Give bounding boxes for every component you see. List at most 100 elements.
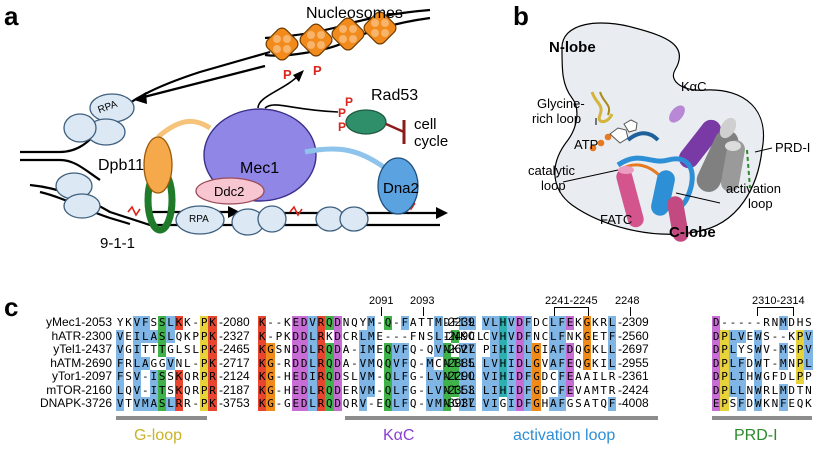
residue: W bbox=[753, 397, 763, 411]
residue: K bbox=[184, 329, 191, 343]
residue: L bbox=[771, 383, 779, 397]
residue: L bbox=[728, 370, 738, 384]
residue: - bbox=[192, 316, 200, 329]
residue: P bbox=[795, 329, 805, 343]
residue: K bbox=[174, 383, 184, 397]
alignment-row-label: mTOR-2160 bbox=[46, 382, 112, 397]
residue: L bbox=[467, 397, 477, 411]
residue: H bbox=[498, 316, 508, 330]
residue: D bbox=[533, 316, 540, 329]
residue: D bbox=[299, 383, 309, 397]
residue: K bbox=[208, 343, 217, 357]
dpb11-linker bbox=[156, 118, 212, 139]
residue: G bbox=[266, 397, 275, 411]
residue: L bbox=[184, 356, 191, 370]
residue: L bbox=[434, 329, 443, 343]
residue: P bbox=[795, 356, 805, 370]
residue: T bbox=[591, 397, 599, 410]
residue: R bbox=[284, 356, 291, 370]
residue: D bbox=[780, 370, 787, 383]
residue: R bbox=[208, 383, 217, 397]
residue: F bbox=[557, 383, 566, 397]
region-bar bbox=[712, 416, 812, 420]
residue: I bbox=[490, 370, 499, 384]
position-tick bbox=[757, 307, 758, 316]
residue: S bbox=[167, 383, 174, 397]
residue: D bbox=[541, 383, 549, 397]
residue: K bbox=[174, 370, 184, 384]
residue: M bbox=[434, 397, 443, 411]
residue: I bbox=[737, 370, 746, 384]
alignment-row-label: hATM-2690 bbox=[50, 355, 112, 370]
residue: L bbox=[607, 316, 617, 330]
residue: F bbox=[523, 383, 533, 397]
residue: K bbox=[575, 329, 582, 343]
residue: V bbox=[482, 397, 491, 411]
nucleosomes-icon bbox=[265, 11, 397, 61]
residue: D bbox=[515, 383, 524, 397]
residue: H bbox=[498, 356, 508, 370]
residue: E bbox=[125, 329, 132, 343]
residue: - bbox=[721, 316, 728, 329]
residue: T bbox=[150, 343, 158, 356]
residue: D bbox=[712, 343, 721, 357]
mec1-label: Mec1 bbox=[240, 160, 280, 177]
residue: R bbox=[608, 383, 616, 397]
residue: I bbox=[459, 397, 468, 411]
residue: F bbox=[451, 316, 459, 329]
residue: - bbox=[401, 329, 409, 343]
residue: E bbox=[376, 397, 383, 410]
residue: F bbox=[116, 370, 125, 384]
residue: K bbox=[575, 316, 582, 329]
residue: Q bbox=[575, 343, 582, 356]
residue: G bbox=[499, 397, 507, 410]
residue: P bbox=[720, 370, 729, 384]
residue: S bbox=[157, 329, 167, 343]
residue: L bbox=[467, 343, 477, 357]
residue: L bbox=[308, 383, 317, 397]
residue: F bbox=[557, 370, 566, 384]
residue: G bbox=[409, 370, 417, 383]
residue: P bbox=[200, 383, 209, 397]
residue: - bbox=[367, 397, 375, 410]
residue: D bbox=[299, 329, 309, 343]
residue: D bbox=[712, 383, 721, 397]
residue: K bbox=[258, 329, 267, 343]
residue: V bbox=[358, 356, 368, 370]
residue: V bbox=[482, 370, 491, 384]
residue: E bbox=[565, 316, 575, 330]
residue: L bbox=[728, 329, 738, 343]
residue: R bbox=[316, 383, 326, 397]
residue: K bbox=[763, 397, 770, 410]
residue: N bbox=[805, 383, 812, 397]
residue: L bbox=[482, 356, 491, 370]
residue: M bbox=[367, 383, 376, 397]
residue: A bbox=[583, 383, 591, 397]
residue: V bbox=[358, 397, 368, 411]
residue: R bbox=[184, 397, 191, 410]
dna2-label: Dna2 bbox=[383, 180, 419, 197]
residue: E bbox=[291, 397, 300, 411]
residue: R bbox=[608, 370, 616, 383]
residue: N bbox=[442, 397, 451, 411]
residue: P bbox=[200, 316, 209, 330]
residue: G bbox=[582, 316, 592, 330]
residue: I bbox=[507, 356, 516, 370]
residue: G bbox=[266, 356, 275, 370]
residue: R bbox=[600, 316, 607, 329]
residue: V bbox=[392, 343, 401, 357]
alignment-residue-number: -2955 bbox=[618, 355, 649, 370]
residue: R bbox=[351, 397, 358, 410]
residue: E bbox=[591, 329, 599, 343]
residue: G bbox=[566, 397, 574, 410]
residue: M bbox=[779, 343, 788, 357]
residue: C bbox=[541, 329, 549, 343]
residue: P bbox=[275, 329, 283, 343]
residue: D bbox=[443, 316, 451, 329]
residue: - bbox=[393, 316, 400, 329]
